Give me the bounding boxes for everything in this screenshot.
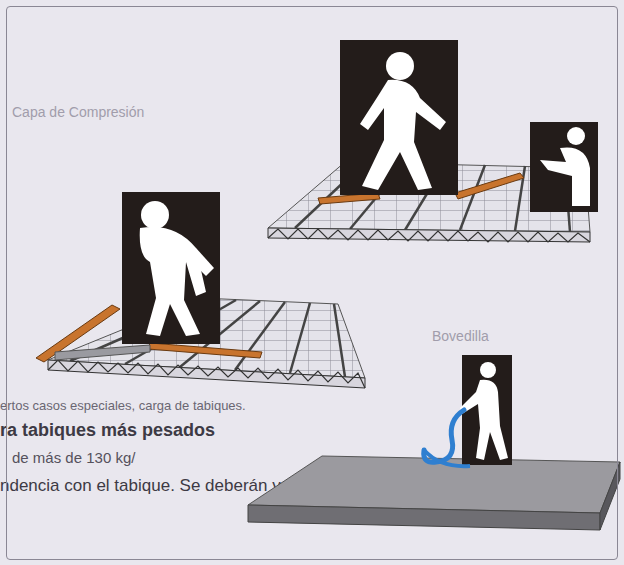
finished-slab-scene xyxy=(248,355,620,530)
frame xyxy=(6,6,618,560)
background-text: ra tabiques más pesados xyxy=(0,420,215,441)
background-text: Capa de Compresión xyxy=(12,104,144,120)
slab-scene-right xyxy=(268,40,598,242)
background-text: ertos casos especiales, carga de tabique… xyxy=(0,398,246,413)
background-text: de más de 130 kg/ xyxy=(12,449,135,466)
background-text: Bovedilla xyxy=(432,328,489,344)
